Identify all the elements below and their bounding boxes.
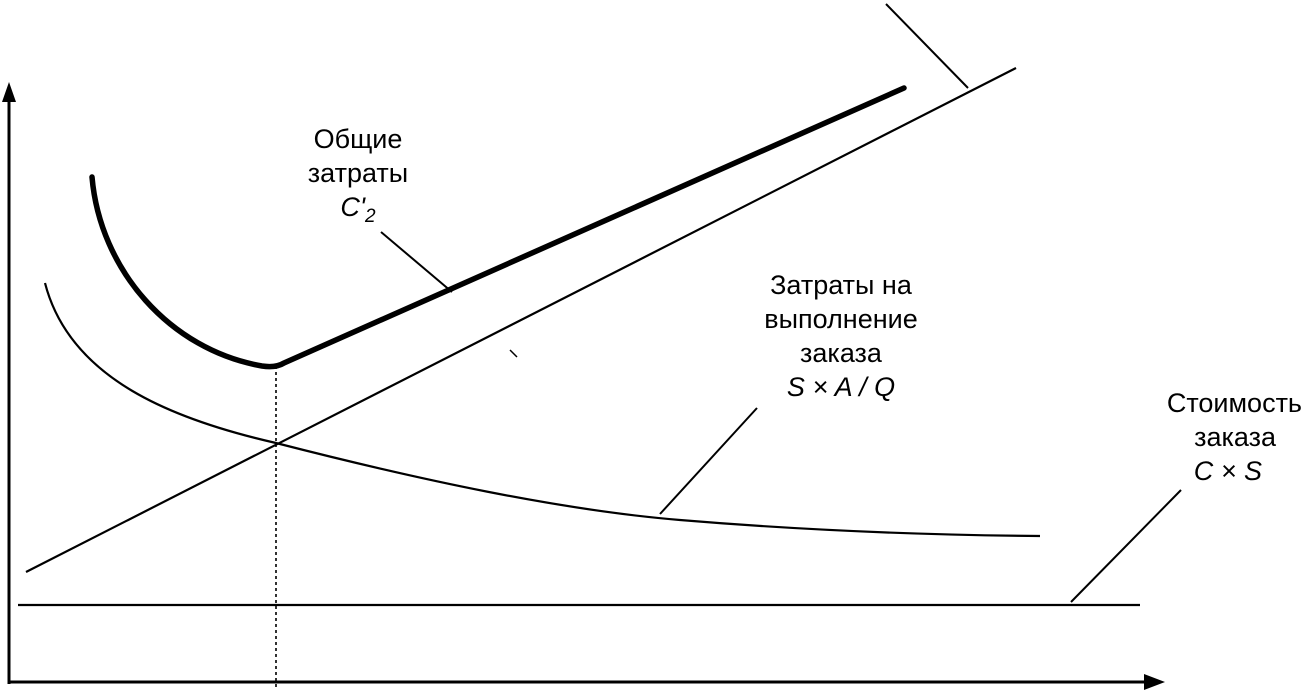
order-value-line1: Стоимость <box>1166 388 1302 418</box>
order-execution-cost-curve <box>43 282 1041 538</box>
total-cost-leader <box>380 231 453 293</box>
total-costs-symbol: C'2 <box>290 190 426 234</box>
total-costs-line2: затраты <box>307 158 409 188</box>
order-execution-costs-label: Затраты на выполнение заказа S × A / Q <box>736 268 946 404</box>
y-axis-arrow <box>2 82 16 102</box>
order-value-formula: C × S <box>1193 456 1262 486</box>
rising-cost-line <box>25 67 1017 573</box>
total-costs-symbol-main: C' <box>340 192 366 222</box>
order-execution-line2: выполнение <box>764 304 918 334</box>
x-axis-arrow <box>1144 674 1165 690</box>
total-costs-symbol-subscript: 2 <box>365 206 376 227</box>
order-execution-line1: Затраты на <box>770 270 912 300</box>
top-right-leader <box>885 3 969 89</box>
order-execution-line3: заказа <box>800 338 882 368</box>
stray-tick <box>509 349 518 358</box>
order-execution-leader <box>659 407 758 515</box>
order-value-line2: заказа <box>1194 422 1276 452</box>
total-costs-label: Общие затраты C'2 <box>290 122 426 234</box>
order-value-leader <box>1070 489 1182 603</box>
order-value-label: Стоимость заказа C × S <box>1126 386 1302 488</box>
total-costs-line1: Общие <box>313 124 403 154</box>
axes <box>2 82 1165 690</box>
leader-lines <box>380 3 1182 603</box>
total-cost-curve <box>89 85 907 370</box>
order-execution-formula: S × A / Q <box>786 372 896 402</box>
